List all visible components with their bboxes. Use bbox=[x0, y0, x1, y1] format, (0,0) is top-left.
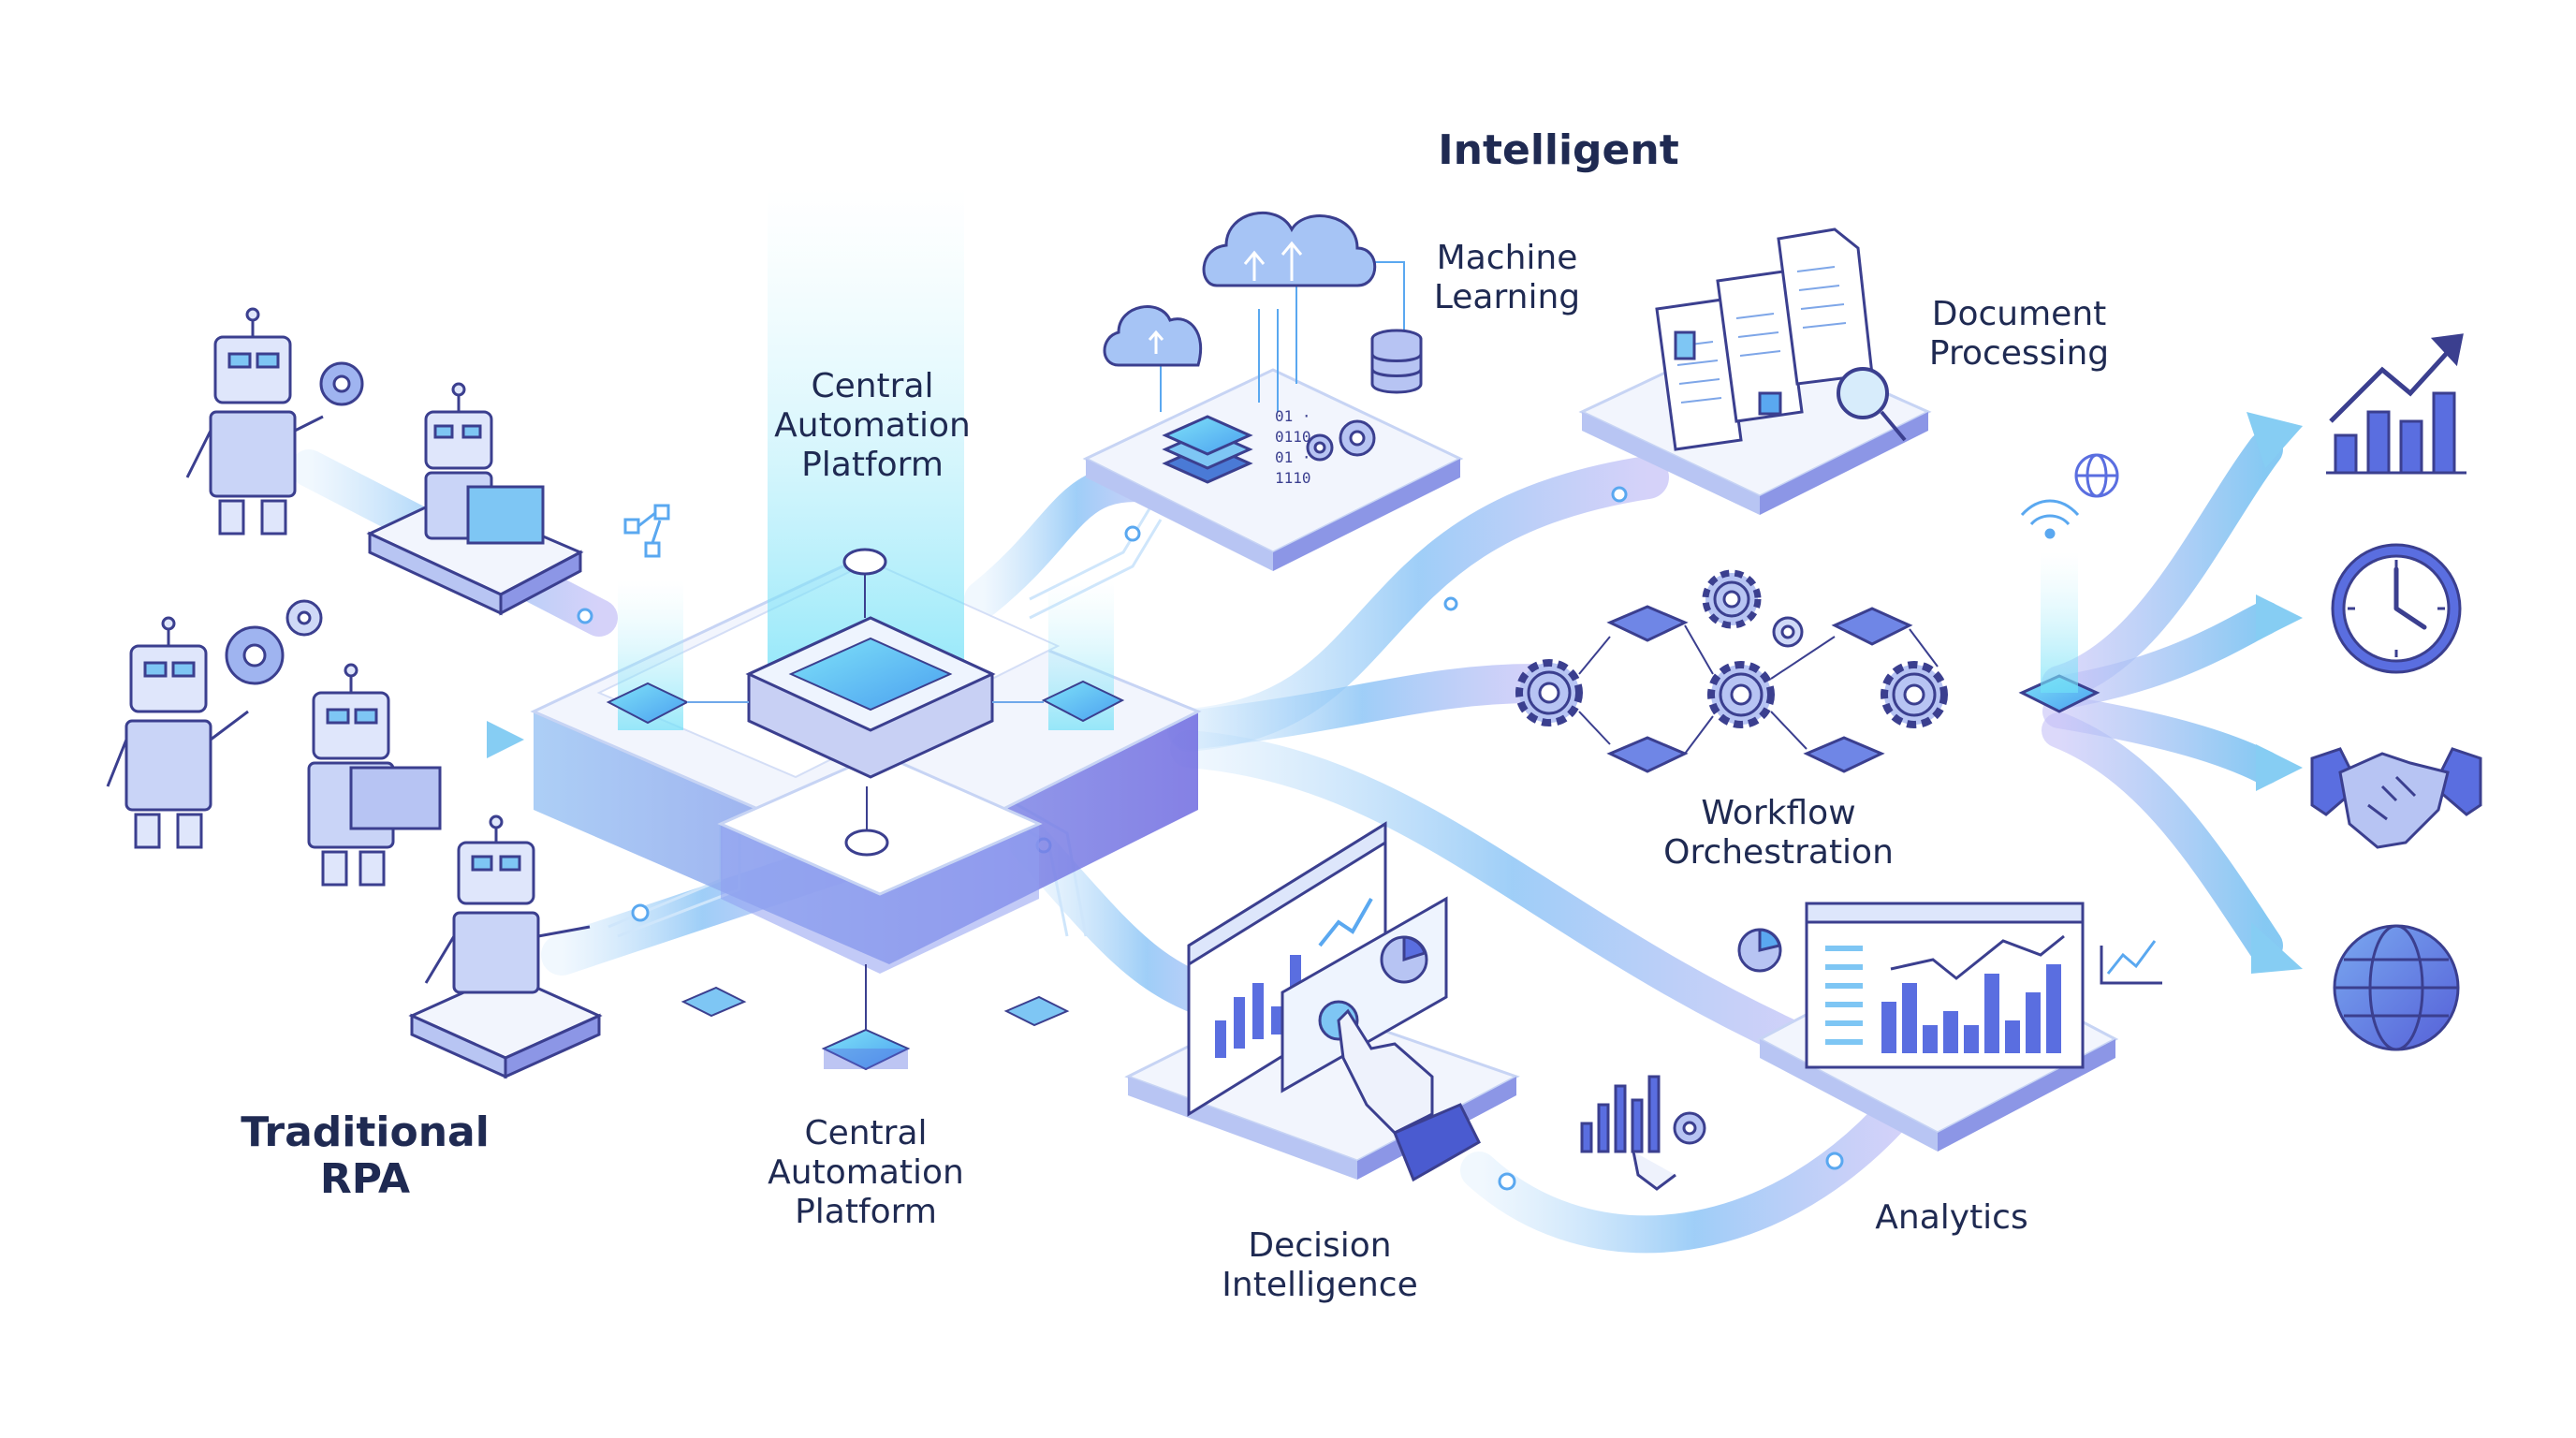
small-process-icons bbox=[623, 504, 670, 558]
globe-icon bbox=[2074, 453, 2119, 498]
central-platform-top-label-line: Platform bbox=[801, 446, 944, 484]
document-processing-label: Document Processing bbox=[1929, 295, 2109, 374]
pointing-hand-icon bbox=[1337, 1008, 1481, 1182]
flow-ribbons bbox=[199, 432, 2283, 1254]
robot-icon bbox=[366, 382, 584, 616]
decision-intelligence-label: Decision Intelligence bbox=[1222, 1226, 1417, 1305]
gear-icon bbox=[1707, 661, 1775, 728]
growth-chart-icon bbox=[2326, 333, 2466, 475]
handshake-icon bbox=[2310, 747, 2482, 849]
line-chart-icon bbox=[2100, 940, 2162, 985]
robot-icon bbox=[185, 307, 364, 536]
cloud-icon bbox=[1103, 305, 1203, 367]
central-platform-top-label-line: Automation bbox=[774, 406, 971, 445]
workflow-orchestration-label-line: Orchestration bbox=[1663, 833, 1894, 872]
svg-text:01 ·: 01 · bbox=[1275, 407, 1311, 425]
document-processing-label-line: Document bbox=[1931, 295, 2107, 333]
central-platform-top-label: Central Automation Platform bbox=[774, 367, 971, 485]
traditional-rpa-label: Traditional RPA bbox=[241, 1109, 490, 1203]
magnifier-icon bbox=[1837, 367, 1907, 442]
svg-text:1110: 1110 bbox=[1275, 469, 1311, 487]
central-platform-bottom-label-line: Platform bbox=[795, 1193, 937, 1231]
database-icon bbox=[1370, 329, 1423, 394]
globe-icon bbox=[2333, 924, 2460, 1051]
gear-icon bbox=[1702, 569, 1762, 629]
intelligent-heading: Intelligent bbox=[1438, 126, 1679, 174]
dashboard-panel bbox=[1187, 821, 1387, 1117]
binary-code: 01 · 0110 01 · 1110 bbox=[1275, 407, 1311, 487]
decision-intelligence-label-line: Intelligence bbox=[1222, 1266, 1418, 1304]
machine-learning-label-line: Machine bbox=[1436, 239, 1578, 277]
central-platform bbox=[530, 187, 1202, 1071]
wifi-icon bbox=[2020, 499, 2080, 539]
robot-icon bbox=[106, 599, 323, 849]
svg-text:0110: 0110 bbox=[1275, 428, 1311, 446]
workflow-orchestration-label: Workflow Orchestration bbox=[1663, 794, 1894, 873]
analytics-label: Analytics bbox=[1875, 1198, 2028, 1237]
central-platform-bottom-label-line: Central bbox=[804, 1114, 928, 1152]
document-processing-label-line: Processing bbox=[1928, 334, 2110, 373]
document-icon bbox=[1655, 227, 1874, 451]
bar-gear-icon bbox=[1580, 1075, 1706, 1191]
robot-icon bbox=[307, 663, 442, 887]
traditional-rpa-label-line: RPA bbox=[319, 1155, 411, 1203]
flow-nodes bbox=[577, 486, 1844, 1191]
central-platform-bottom-label: Central Automation Platform bbox=[768, 1114, 964, 1232]
central-platform-top-label-line: Central bbox=[811, 367, 934, 405]
machine-learning-label-line: Learning bbox=[1433, 278, 1581, 316]
traditional-rpa-label-line: Traditional bbox=[241, 1108, 490, 1156]
pie-chart-icon bbox=[1737, 928, 1782, 973]
cloud-icon bbox=[1202, 211, 1377, 287]
workflow-gears bbox=[1515, 552, 2100, 773]
clock-icon bbox=[2331, 543, 2462, 674]
workflow-orchestration-label-line: Workflow bbox=[1701, 794, 1856, 832]
analytics-dashboard bbox=[1805, 902, 2085, 1069]
gear-icon bbox=[1515, 659, 1583, 726]
machine-learning-platform bbox=[1082, 261, 1464, 571]
gear-icon bbox=[1306, 419, 1376, 462]
flow-arrowheads bbox=[487, 412, 2303, 974]
svg-text:01 ·: 01 · bbox=[1275, 448, 1311, 466]
machine-learning-label: Machine Learning bbox=[1434, 239, 1580, 317]
decision-intelligence-label-line: Decision bbox=[1248, 1226, 1392, 1265]
central-platform-bottom-label-line: Automation bbox=[768, 1153, 964, 1192]
gear-icon bbox=[1772, 616, 1804, 648]
gear-icon bbox=[1881, 661, 1948, 728]
robot-icon bbox=[408, 814, 603, 1079]
